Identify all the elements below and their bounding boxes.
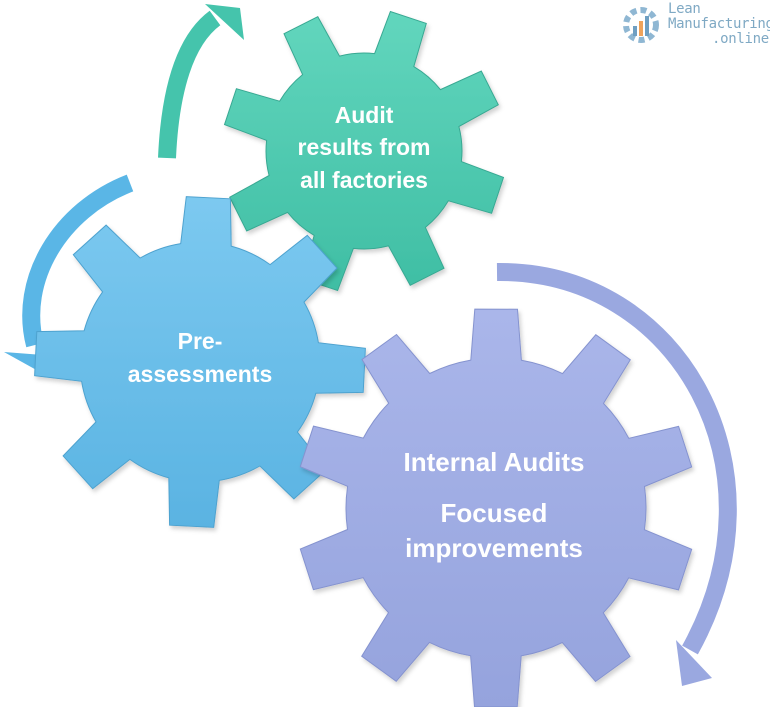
logo-text: Lean Manufacturing .online — [668, 2, 770, 47]
gear-chart-icon — [623, 7, 659, 43]
gear-audit-results — [223, 10, 505, 292]
logo-line: Manufacturing — [668, 16, 770, 32]
logo-line: Lean — [668, 1, 701, 17]
gear-pre-assessments — [34, 196, 366, 528]
gear-label-line: Pre- — [178, 328, 223, 354]
gear-label-line: assessments — [128, 361, 273, 387]
gear-internal-audits — [299, 308, 693, 708]
gear-label-line: improvements — [405, 533, 583, 563]
teal-cycle-arrow — [158, 4, 244, 159]
gear-internal-audits-label: Internal Audits Focused improvements — [403, 447, 584, 563]
gear-label-line: all factories — [300, 167, 428, 193]
logo-line: .online — [712, 31, 769, 47]
gear-label-line: Internal Audits — [403, 447, 584, 477]
gear-label-line: Audit — [335, 102, 394, 128]
gear-label-line: results from — [298, 134, 431, 160]
gear-audit-results-label: Audit results from all factories — [298, 102, 431, 193]
brand-logo: Lean Manufacturing .online — [618, 0, 770, 52]
gear-label-line: Focused — [441, 498, 548, 528]
lavender-cycle-arrow — [496, 262, 737, 686]
gear-pre-assessments-label: Pre- assessments — [128, 328, 273, 387]
